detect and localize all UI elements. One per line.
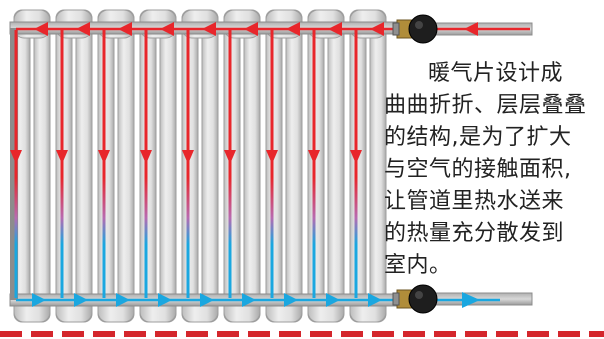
radiator-fin (117, 9, 135, 323)
valve-highlight (415, 21, 423, 29)
flow-arrow-right (74, 293, 88, 307)
caption-line: 暖气片设计成 (428, 61, 564, 86)
flow-arrow-left (328, 22, 342, 36)
radiator-fin (201, 9, 219, 323)
left-return-pipe (10, 28, 18, 300)
radiator-fin (181, 9, 199, 323)
valves (392, 14, 438, 314)
water-flow-arrows (10, 22, 530, 308)
flow-arrow-left (76, 22, 90, 36)
flow-arrow-down (56, 150, 68, 164)
valve-highlight (415, 291, 423, 299)
radiator-fin (223, 9, 241, 323)
flow-arrow-down (98, 150, 110, 164)
radiator-fin (75, 9, 93, 323)
flow-arrow-right (368, 293, 382, 307)
caption-line: 曲曲折折、层层叠叠 (384, 93, 587, 118)
flow-arrow-left (370, 22, 384, 36)
flow-arrow-left (286, 22, 300, 36)
flow-arrow-left (160, 22, 174, 36)
radiator-fin (55, 9, 73, 323)
radiator-fin (349, 9, 367, 323)
flow-arrow-down (308, 150, 320, 164)
flow-arrow-left (202, 22, 216, 36)
flow-arrow-down (140, 150, 152, 164)
flow-arrow-right (284, 293, 298, 307)
caption-line: 与空气的接触面积, (384, 157, 572, 182)
flow-arrow-down (182, 150, 194, 164)
flow-arrow-right (200, 293, 214, 307)
caption-line: 的热量充分散发到 (384, 221, 565, 246)
flow-arrow-right (32, 293, 46, 307)
flow-arrow-right (116, 293, 130, 307)
flow-arrow-down (350, 150, 362, 164)
radiator-fin (285, 9, 303, 323)
radiator-fin (97, 9, 115, 323)
flow-arrow-left (118, 22, 132, 36)
radiator-fin (33, 9, 51, 323)
outlet-valve (392, 284, 438, 314)
radiator-fin (243, 9, 261, 323)
flow-arrow-down (266, 150, 278, 164)
radiator-fin (307, 9, 325, 323)
inlet-arrow (464, 22, 478, 36)
caption: 暖气片设计成 曲曲折折、层层叠叠 的结构,是为了扩大 与空气的接触面积, 让管道… (384, 58, 600, 282)
radiator-fin (265, 9, 283, 323)
flow-arrow-left (244, 22, 258, 36)
radiator-columns (13, 9, 387, 323)
caption-line: 室内。 (384, 253, 452, 278)
flow-arrow-right (242, 293, 256, 307)
caption-line: 的结构,是为了扩大 (384, 125, 572, 150)
flow-arrow-down (224, 150, 236, 164)
valve-icon (408, 284, 438, 314)
flow-arrow-right (326, 293, 340, 307)
flow-arrow-right (158, 293, 172, 307)
caption-line: 让管道里热水送来 (384, 189, 565, 214)
valve-icon (408, 14, 438, 44)
inlet-valve (392, 14, 438, 44)
valve-collar (392, 22, 400, 36)
radiator-fin (159, 9, 177, 323)
flow-arrow-left (34, 22, 48, 36)
outlet-arrow (462, 292, 480, 308)
flow-arrow-down (10, 150, 22, 164)
valve-collar (392, 292, 400, 306)
radiator-fin (327, 9, 345, 323)
radiator-fin (139, 9, 157, 323)
